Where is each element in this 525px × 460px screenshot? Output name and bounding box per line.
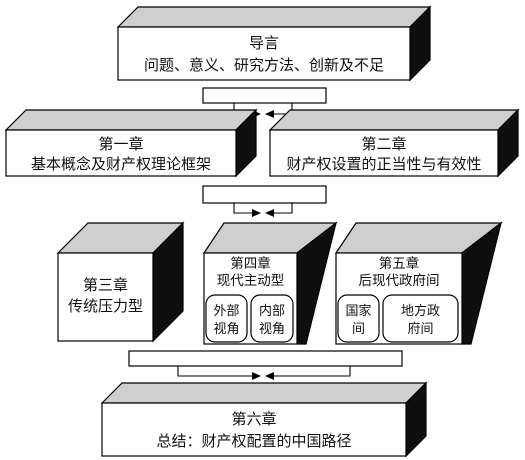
chapter-3-box: 第三章 传统压力型 (56, 221, 185, 343)
chapter-1-subtitle: 基本概念及财产权理论框架 (31, 155, 211, 173)
chapter-4-box: 第四章 现代主动型 外部 视角 内部 视角 (202, 221, 338, 345)
chapter-4-sub-box-external: 外部 视角 (205, 294, 248, 343)
sub-box-frame (205, 294, 248, 343)
connector-ch1-ch2-to-ch3-ch5 (202, 185, 327, 217)
arrowhead-left-icon (265, 209, 274, 217)
connector-left-line (233, 203, 253, 214)
connector-bar (202, 87, 327, 104)
arrowhead-left-icon (265, 110, 274, 118)
chapter-2-front-face (269, 129, 499, 177)
chapter-6-top-face (100, 382, 428, 404)
chapter-1-top-face (4, 109, 258, 131)
chapter-1-box: 第一章 基本概念及财产权理论框架 (4, 108, 258, 178)
chapter-5-sub-box-local-government: 地方政 府间 (382, 294, 459, 343)
arrowhead-right-icon (252, 372, 261, 380)
sub-box-line2: 间 (352, 322, 365, 337)
chapter-5-title: 第五章 (379, 255, 420, 272)
connector-bar (202, 185, 327, 204)
chapter-6-subtitle: 总结：财产权配置的中国路径 (156, 432, 351, 450)
sub-box-frame (337, 294, 380, 343)
intro-box-top-face (116, 6, 432, 28)
sub-box-line2: 视角 (213, 322, 239, 337)
chapter-4-subtitle: 现代主动型 (217, 273, 285, 289)
chapter-3-title: 第三章 (83, 276, 128, 294)
connector-to-chapter-6 (128, 350, 403, 380)
chapter-6-front-face (101, 402, 407, 457)
sub-box-line1: 外部 (213, 304, 239, 319)
connector-bar (128, 350, 403, 367)
chapter-2-subtitle: 财产权设置的正当性与有效性 (286, 155, 481, 173)
intro-title: 导言 (249, 34, 279, 52)
chapter-5-sub-box-international: 国家 间 (337, 294, 380, 343)
chapter-3-front-face (57, 252, 154, 342)
chapter-5-box: 第五章 后现代政府间 国家 间 地方政 府间 (334, 221, 503, 345)
chapter-2-box: 第二章 财产权设置的正当性与有效性 (268, 108, 520, 178)
intro-box: 导言 问题、意义、研究方法、创新及不足 (116, 5, 432, 82)
chapter-6-title: 第六章 (231, 410, 276, 428)
connector-right-line (273, 366, 351, 377)
chapter-5-subtitle: 后现代政府间 (359, 273, 440, 289)
sub-box-line1: 内部 (259, 303, 285, 319)
sub-box-line2: 府间 (407, 322, 433, 337)
chapter-1-front-face (5, 129, 237, 177)
chapter-4-sub-box-internal: 内部 视角 (250, 294, 294, 343)
chapter-3-subtitle: 传统压力型 (68, 297, 143, 315)
chapter-2-title: 第二章 (361, 135, 406, 153)
sub-box-frame (382, 294, 459, 343)
chapter-1-title: 第一章 (98, 135, 143, 153)
arrowhead-left-icon (265, 372, 274, 380)
sub-box-line1: 国家 (345, 303, 371, 319)
connector-right-line (273, 203, 293, 214)
intro-box-front-face (117, 26, 411, 81)
arrowhead-right-icon (252, 209, 261, 217)
intro-subtitle: 问题、意义、研究方法、创新及不足 (144, 56, 384, 74)
sub-box-line1: 地方政 (401, 303, 440, 319)
chapter-6-box: 第六章 总结：财产权配置的中国路径 (100, 381, 428, 458)
sub-box-line2: 视角 (259, 322, 285, 337)
chapter-2-top-face (268, 109, 520, 131)
sub-box-frame (250, 294, 294, 343)
chapter-4-title: 第四章 (230, 255, 271, 272)
connector-left-line (177, 366, 253, 377)
